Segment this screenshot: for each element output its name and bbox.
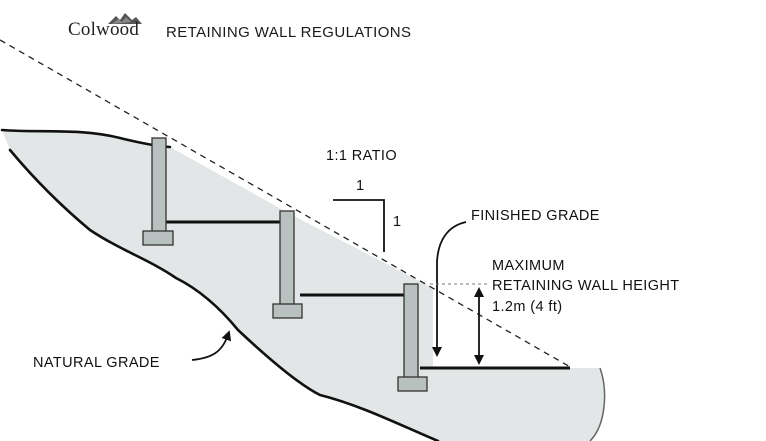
retaining-wall-upper [142, 137, 174, 246]
natural-grade-label: NATURAL GRADE [33, 355, 160, 371]
ground-right-edge [589, 367, 606, 441]
colwood-logo-icon [108, 13, 142, 24]
retaining-wall-middle [272, 210, 303, 319]
logo-wordmark: Colwood [68, 19, 140, 40]
natural-grade-leader [191, 330, 232, 361]
natural-grade-line [8, 148, 440, 441]
ratio-bracket [333, 199, 385, 252]
max-height-label-line2: RETAINING WALL HEIGHT [492, 278, 680, 294]
max-height-label-line1: MAXIMUM [492, 258, 565, 274]
page-title: RETAINING WALL REGULATIONS [166, 24, 412, 41]
finished-grade-label: FINISHED GRADE [471, 208, 600, 224]
retaining-wall-lower [397, 283, 428, 392]
ratio-run-label: 1 [356, 178, 365, 194]
ratio-label: 1:1 RATIO [326, 148, 398, 164]
ratio-rise-label: 1 [393, 214, 402, 230]
max-height-label-line3: 1.2m (4 ft) [492, 299, 563, 315]
finished-grade-leader [432, 221, 467, 357]
